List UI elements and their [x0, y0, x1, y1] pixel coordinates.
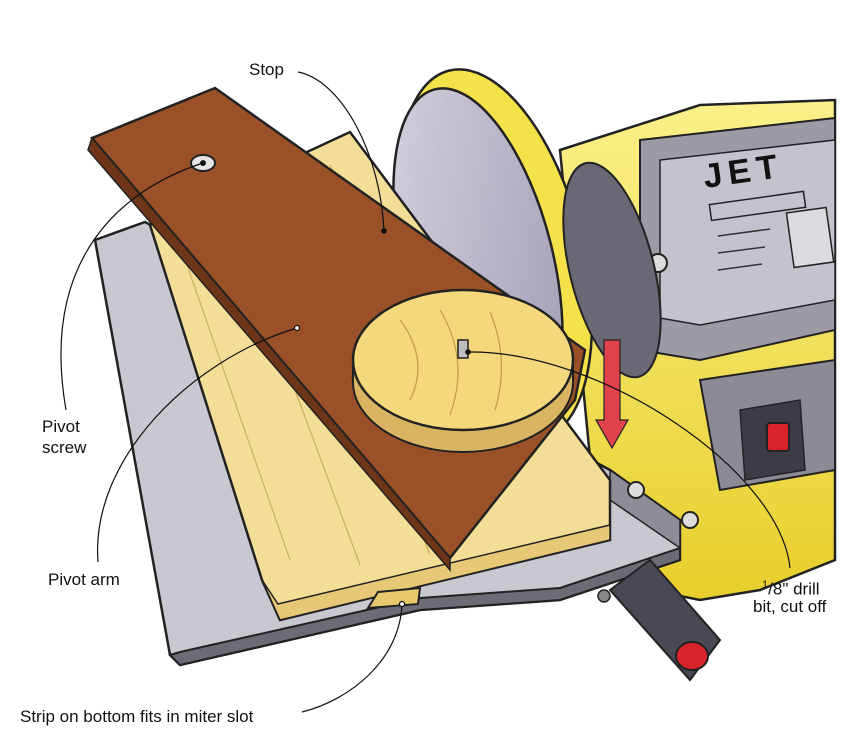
label-strip: Strip on bottom fits in miter slot — [20, 707, 254, 726]
label-pivot-screw-line2: screw — [42, 438, 87, 457]
drill-frac-den: 8 — [772, 579, 783, 599]
leader-pivot-screw — [60, 162, 204, 411]
drill-line1-rest: " drill — [782, 579, 820, 599]
rotation-arrow-icon — [594, 339, 630, 450]
hex-nut — [681, 511, 699, 529]
power-switch — [766, 422, 790, 452]
drill-bit-pin — [457, 339, 469, 359]
label-stop: Stop — [249, 60, 284, 79]
label-pivot-arm: Pivot arm — [48, 570, 120, 589]
handle — [608, 558, 722, 682]
label-drill-bit-line1: 1/8" drill — [762, 579, 820, 599]
leader-pivot-arm — [97, 327, 298, 563]
leader-strip — [301, 603, 403, 713]
leader-stop — [297, 71, 385, 232]
leader-drill-bit — [467, 351, 791, 569]
workpiece-disc — [351, 288, 575, 453]
drill-frac-num: 1 — [762, 579, 769, 591]
label-drill-bit-line2: bit, cut off — [753, 597, 827, 616]
leader-lines — [60, 71, 791, 713]
label-pivot-screw-line1: Pivot — [42, 417, 80, 436]
